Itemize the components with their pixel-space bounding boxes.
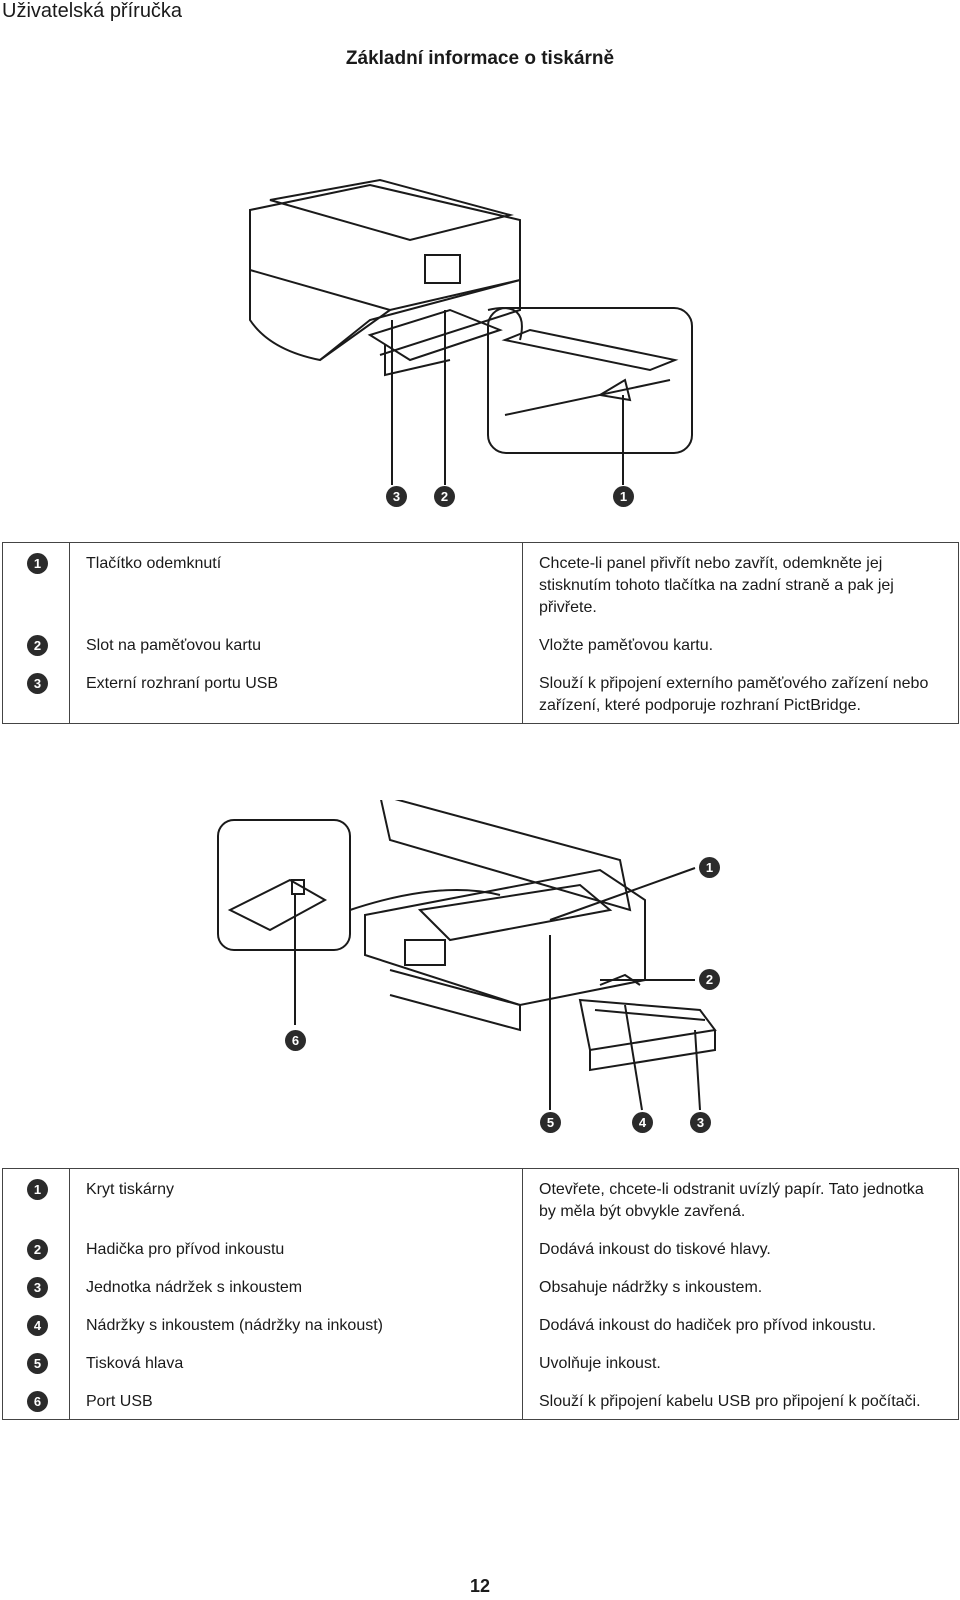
printer-closed-drawing [249, 178, 693, 485]
part-name: Slot na paměťovou kartu [69, 625, 523, 663]
table-row: 4 Nádržky s inkoustem (nádržky na inkous… [2, 1305, 959, 1343]
table-row: 1 Kryt tiskárny Otevřete, chcete-li odst… [2, 1168, 959, 1229]
part-description: Slouží k připojení kabelu USB pro připoj… [522, 1381, 959, 1420]
part-description: Otevřete, chcete-li odstranit uvízlý pap… [522, 1168, 959, 1229]
callout-1: 1 [613, 486, 634, 507]
part-description: Uvolňuje inkoust. [522, 1343, 959, 1381]
callout-4: 4 [632, 1112, 653, 1133]
part-description: Slouží k připojení externího paměťového … [522, 663, 959, 724]
printer-open-drawing [217, 793, 717, 1111]
row-number: 1 [27, 1179, 48, 1200]
parts-table-2: 1 Kryt tiskárny Otevřete, chcete-li odst… [2, 1168, 959, 1420]
callout-2: 2 [699, 969, 720, 990]
row-number: 4 [27, 1315, 48, 1336]
table-row: 2 Hadička pro přívod inkoustu Dodává ink… [2, 1229, 959, 1267]
part-description: Obsahuje nádržky s inkoustem. [522, 1267, 959, 1305]
part-description: Dodává inkoust do hadiček pro přívod ink… [522, 1305, 959, 1343]
callout-2: 2 [434, 486, 455, 507]
callout-6: 6 [285, 1030, 306, 1051]
callout-3: 3 [690, 1112, 711, 1133]
table-row: 5 Tisková hlava Uvolňuje inkoust. [2, 1343, 959, 1381]
page-number: 12 [469, 1576, 491, 1596]
printer-open-illustration: 1 2 6 5 4 3 [200, 793, 760, 1170]
part-name: Hadička pro přívod inkoustu [69, 1229, 523, 1267]
row-number: 3 [27, 673, 48, 694]
part-description: Vložte paměťovou kartu. [522, 625, 959, 663]
printer-closed-illustration: 3 2 1 [230, 170, 730, 520]
table-row: 2 Slot na paměťovou kartu Vložte paměťov… [2, 625, 959, 663]
parts-table-1: 1 Tlačítko odemknutí Chcete-li panel při… [2, 542, 959, 724]
part-description: Dodává inkoust do tiskové hlavy. [522, 1229, 959, 1267]
row-number: 5 [27, 1353, 48, 1374]
row-number: 2 [27, 1239, 48, 1260]
part-name: Jednotka nádržek s inkoustem [69, 1267, 523, 1305]
part-description: Chcete-li panel přivřít nebo zavřít, ode… [522, 542, 959, 625]
part-name: Port USB [69, 1381, 523, 1420]
row-number: 2 [27, 635, 48, 656]
row-number: 3 [27, 1277, 48, 1298]
part-name: Tlačítko odemknutí [69, 542, 523, 625]
part-name: Kryt tiskárny [69, 1168, 523, 1229]
table-row: 6 Port USB Slouží k připojení kabelu USB… [2, 1381, 959, 1420]
row-number: 1 [27, 553, 48, 574]
section-title: Základní informace o tiskárně [345, 48, 615, 69]
row-number: 6 [27, 1391, 48, 1412]
part-name: Externí rozhraní portu USB [69, 663, 523, 724]
table-row: 3 Jednotka nádržek s inkoustem Obsahuje … [2, 1267, 959, 1305]
document-header: Uživatelská příručka [2, 0, 183, 22]
part-name: Nádržky s inkoustem (nádržky na inkoust) [69, 1305, 523, 1343]
callout-1: 1 [699, 857, 720, 878]
callout-3: 3 [386, 486, 407, 507]
callout-5: 5 [540, 1112, 561, 1133]
part-name: Tisková hlava [69, 1343, 523, 1381]
table-row: 3 Externí rozhraní portu USB Slouží k př… [2, 663, 959, 724]
table-row: 1 Tlačítko odemknutí Chcete-li panel při… [2, 542, 959, 625]
